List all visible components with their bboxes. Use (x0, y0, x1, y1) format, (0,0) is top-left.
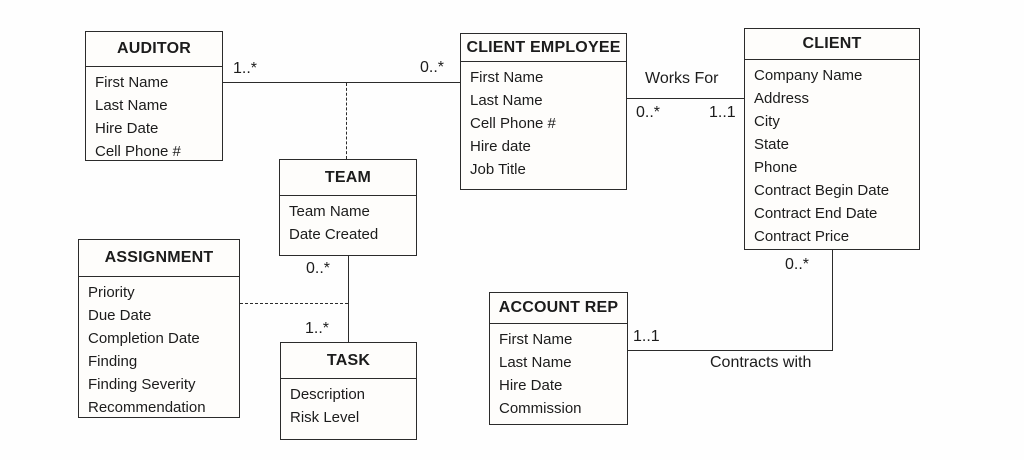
attribute-label: Phone (754, 159, 798, 176)
entity-client-employee-title: CLIENT EMPLOYEE (461, 34, 626, 62)
attribute-label: Last Name (95, 97, 168, 114)
attribute-label: Address (754, 90, 810, 107)
connector-works-for (627, 98, 744, 99)
attribute-label: Priority (88, 284, 135, 301)
attribute-label: First Name (499, 331, 573, 348)
entity-team-title: TEAM (280, 160, 416, 196)
cardinality-works-for-client: 1..1 (709, 104, 736, 121)
attribute-label: Team Name (289, 203, 370, 220)
attribute-label: Contract Begin Date (754, 182, 890, 199)
attribute-label: Date Created (289, 226, 379, 243)
attribute-label: Finding Severity (88, 376, 196, 393)
attribute-label: Cell Phone # (470, 115, 556, 132)
attribute-label: First Name (95, 74, 169, 91)
attribute-label: Due Date (88, 307, 152, 324)
cardinality-task-side: 1..* (305, 320, 330, 337)
connector-contracts-with (627, 350, 833, 351)
attribute-label: Commission (499, 400, 582, 417)
attribute-label: Finding (88, 353, 138, 370)
relationship-label-contracts-with: Contracts with (710, 354, 812, 371)
connector-assignment-dashed (240, 303, 348, 304)
attribute-label: State (754, 136, 790, 153)
attribute-label: Last Name (470, 92, 543, 109)
cardinality-works-for-clientemployee: 0..* (636, 104, 661, 121)
attribute-label: Contract End Date (754, 205, 878, 222)
attribute-label: Completion Date (88, 330, 200, 347)
attribute-label: Hire date (470, 138, 531, 155)
connector-client-down (832, 250, 833, 351)
entity-account-rep-title: ACCOUNT REP (490, 293, 627, 324)
cardinality-accountrep-contracts: 1..1 (633, 328, 660, 345)
attribute-label: First Name (470, 69, 544, 86)
cardinality-client-contracts: 0..* (785, 256, 810, 273)
attribute-label: City (754, 113, 780, 130)
attribute-label: Recommendation (88, 399, 206, 416)
cardinality-auditor-side: 1..* (233, 60, 258, 77)
attribute-label: Description (290, 386, 366, 403)
attribute-label: Hire Date (95, 120, 159, 137)
attribute-label: Job Title (470, 161, 526, 178)
connector-association-to-team-dashed (346, 83, 347, 159)
cardinality-team-side: 0..* (306, 260, 331, 277)
entity-assignment-title: ASSIGNMENT (79, 240, 239, 277)
entity-client-title: CLIENT (745, 29, 919, 60)
connector-auditor-clientemployee (223, 82, 460, 83)
attribute-label: Contract Price (754, 228, 850, 245)
entity-task-title: TASK (281, 343, 416, 379)
attribute-label: Hire Date (499, 377, 563, 394)
entity-auditor-title: AUDITOR (86, 32, 222, 67)
connector-team-task (348, 256, 349, 342)
attribute-label: Company Name (754, 67, 863, 84)
cardinality-clientemployee-side: 0..* (420, 59, 445, 76)
attribute-label: Cell Phone # (95, 143, 181, 160)
attribute-label: Risk Level (290, 409, 360, 426)
relationship-label-works-for: Works For (645, 70, 719, 87)
attribute-label: Last Name (499, 354, 572, 371)
